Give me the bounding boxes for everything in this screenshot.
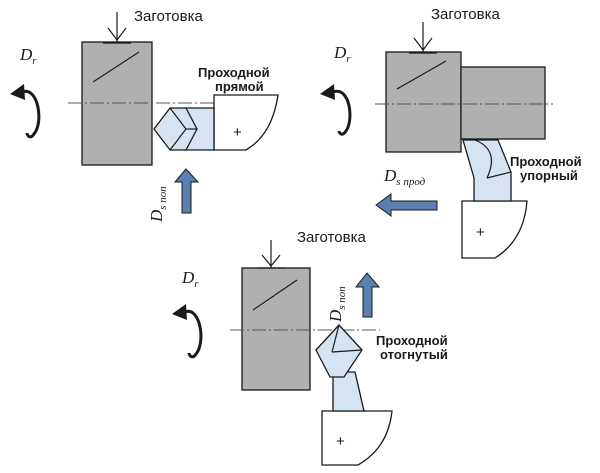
feed-symbol: Ds поп — [326, 286, 348, 323]
panel-top-right: Заготовка + Проходной упорный Dr Ds прод — [320, 6, 582, 259]
tool-edge — [474, 139, 493, 179]
workpiece-label: Заготовка — [431, 6, 500, 23]
base-mark-icon — [409, 22, 437, 54]
workpiece — [81, 41, 153, 166]
tool-label-line2: отогнутый — [380, 347, 448, 362]
tool-label-line1: Проходной — [510, 154, 582, 169]
feed-symbol: Ds поп — [147, 186, 169, 223]
workpiece-turned-step — [460, 66, 546, 140]
tool-holder — [213, 94, 279, 151]
tool-edge — [486, 171, 512, 179]
rotation-arrow-icon — [320, 84, 352, 136]
workpiece-label: Заготовка — [134, 8, 203, 25]
tool-label-line2: упорный — [520, 168, 578, 183]
panel-top-left: Заготовка + Проходной прямой Dr Ds поп — [10, 8, 279, 223]
feed-symbol: Ds прод — [383, 166, 426, 188]
workpiece — [241, 267, 311, 391]
workpiece-leader — [396, 60, 447, 90]
panel-bottom: Заготовка + Проходной отогнутый Dr Ds по… — [172, 229, 448, 466]
tool-label-line1: Проходной — [198, 65, 270, 80]
tool-edge — [169, 128, 187, 151]
tool-holder — [321, 410, 393, 466]
tool-edge — [169, 107, 187, 130]
rotation-symbol: Dr — [19, 45, 37, 67]
base-mark-icon — [257, 240, 285, 269]
holder-plus-icon: + — [233, 124, 242, 141]
cross-feed-arrow-icon — [173, 168, 200, 214]
rotation-symbol: Dr — [181, 268, 199, 290]
longitudinal-feed-arrow-icon — [375, 193, 438, 217]
holder-plus-icon: + — [476, 224, 485, 241]
base-mark-icon — [103, 12, 131, 44]
rotation-arrow-icon — [10, 84, 41, 139]
rotation-symbol: Dr — [333, 43, 351, 65]
tool-edge — [331, 324, 340, 353]
tool-holder — [461, 200, 528, 259]
workpiece-label: Заготовка — [297, 229, 366, 246]
rotation-arrow-icon — [172, 304, 203, 359]
tool-label-line2: прямой — [215, 79, 264, 94]
bent-tool-shank — [332, 371, 365, 412]
shoulder-tool-body — [462, 139, 512, 202]
tool-label-line1: Проходной — [376, 333, 448, 348]
workpiece-leader — [92, 51, 140, 83]
cross-feed-arrow-icon — [354, 272, 381, 318]
holder-plus-icon: + — [336, 433, 345, 450]
workpiece — [385, 51, 462, 153]
tool-edge — [331, 349, 363, 353]
workpiece-leader — [252, 279, 298, 311]
